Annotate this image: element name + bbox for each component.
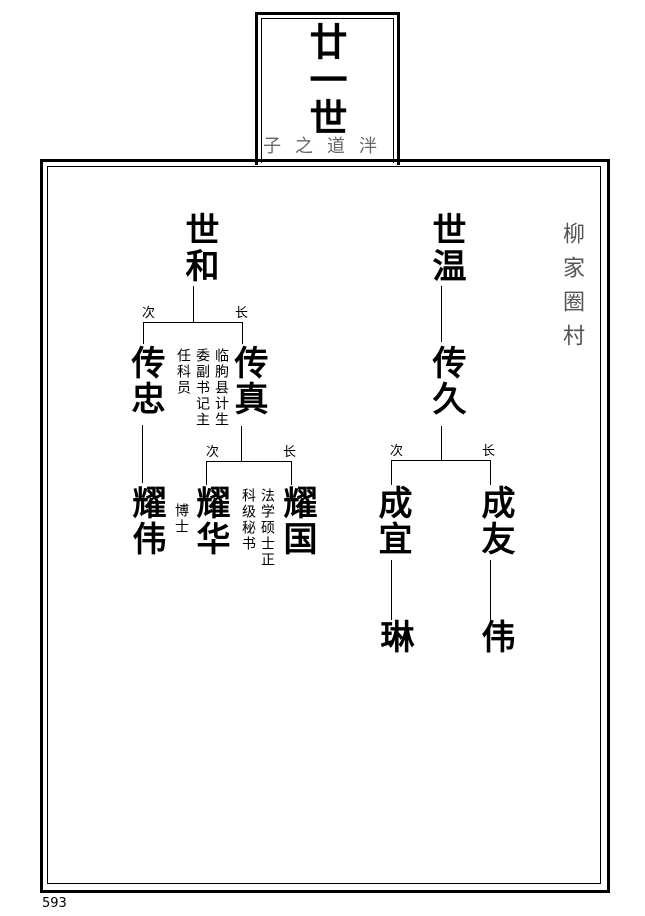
page-frame-inner [47,166,601,884]
connector-line [391,560,392,620]
person-yaoguo: 耀国 [277,485,317,557]
person-note: 临朐县计生委副书记主任科员 [175,348,229,428]
header-box-inner [261,18,394,163]
person-shihe: 世和 [179,212,219,284]
person-chuanzhen: 传真 [228,345,268,417]
person-yaohua: 耀华 [190,485,230,557]
connector-line [143,322,243,323]
rank-label: 次 [206,445,220,460]
rank-label: 长 [482,444,496,459]
person-chengyi: 成宜 [372,485,412,557]
person-wei: 伟 [475,619,515,655]
connector-line [441,426,442,461]
rank-label: 次 [142,306,156,321]
header-box-outer [255,12,400,165]
page-frame-outer [40,159,610,893]
connector-line [391,460,491,461]
person-yaowei: 耀伟 [126,485,166,557]
page-number: 593 [42,896,67,911]
connector-line [490,560,491,620]
connector-line [142,425,143,483]
person-shiwen: 世温 [426,212,466,284]
connector-line [391,460,392,485]
connector-line [206,461,292,462]
connector-line [241,426,242,462]
person-lin: 琳 [374,619,414,655]
connector-line [143,322,144,344]
village-name: 柳家圈村 [559,222,584,358]
connector-line [206,461,207,485]
rank-label: 次 [390,444,404,459]
generation-title: 廿一世 [303,22,348,136]
person-chuanzhong: 传忠 [125,345,165,417]
connector-line [242,322,243,344]
person-chengyou: 成友 [475,485,515,557]
rank-label: 长 [283,445,297,460]
rank-label: 长 [235,306,249,321]
person-note: 法学硕士正科级秘书 [240,488,275,568]
connector-line [490,460,491,485]
person-note: 博士 [173,503,189,535]
connector-line [441,286,442,342]
connector-line [291,461,292,485]
connector-line [193,286,194,323]
person-chuanjiu: 传久 [426,345,466,417]
generation-motto: 子之道泮 [263,136,391,157]
